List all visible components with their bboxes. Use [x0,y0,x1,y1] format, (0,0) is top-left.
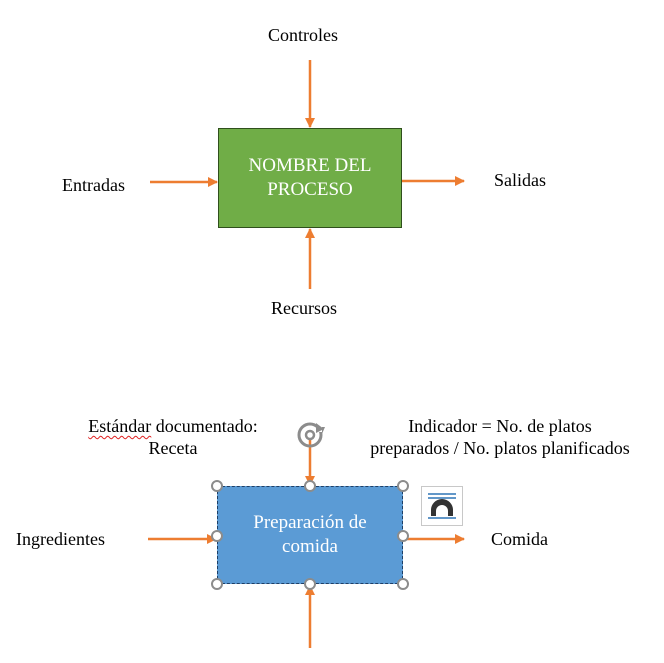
layout-options-icon[interactable] [421,486,463,526]
resize-handle-top[interactable] [304,480,316,492]
indicator-line2: preparados / No. platos planificados [370,438,630,458]
inputs-label: Entradas [62,175,125,195]
process-name-line1: NOMBRE DEL [248,155,372,176]
control-standard-label: Estándar documentado: Receta [78,415,268,459]
food-label: Comida [491,529,548,549]
resize-handle-bottom[interactable] [304,578,316,590]
process-name-line2: PROCESO [267,179,353,200]
ingredients-label: Ingredientes [16,529,105,549]
outputs-label: Salidas [494,170,546,190]
resize-handle-top-left[interactable] [211,480,223,492]
rotate-handle-icon[interactable] [294,418,328,452]
meal-process-line1: Preparación de [253,512,367,533]
resources-label: Recursos [271,298,337,318]
resize-handle-top-right[interactable] [397,480,409,492]
control-standard-line2: Receta [148,438,198,458]
meal-preparation-box[interactable]: Preparación de comida [217,486,403,584]
meal-process-line2: comida [282,536,338,557]
resize-handle-left[interactable] [211,530,223,542]
controls-label: Controles [268,25,338,45]
indicator-line1: Indicador = No. de platos [408,416,592,436]
resize-handle-right[interactable] [397,530,409,542]
process-box[interactable]: NOMBRE DEL PROCESO [218,128,402,228]
control-indicator-label: Indicador = No. de platos preparados / N… [350,415,650,459]
spellcheck-word: Estándar [88,416,152,436]
resize-handle-bottom-right[interactable] [397,578,409,590]
resize-handle-bottom-left[interactable] [211,578,223,590]
